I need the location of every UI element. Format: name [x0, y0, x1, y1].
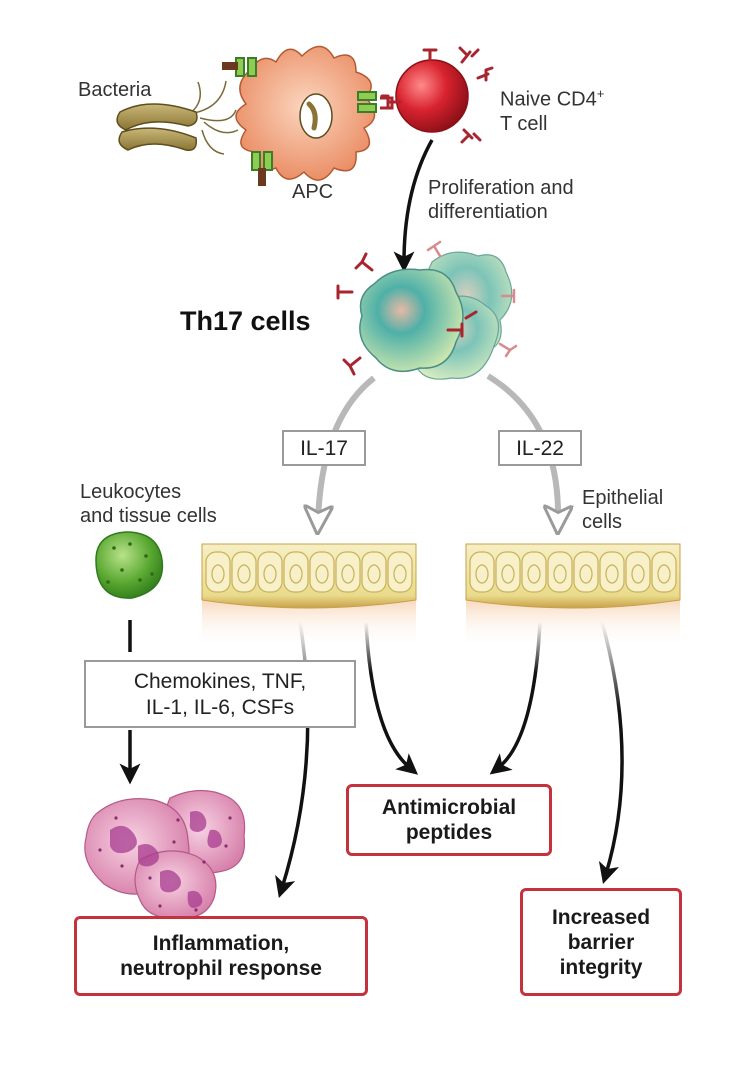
antimicrobial-line2: peptides [405, 821, 493, 844]
proliferation-line2: differentiation [428, 201, 548, 223]
arrow-epi-right-to-barrier [598, 621, 624, 885]
naive-label-line2: T cell [500, 112, 548, 135]
barrier-line1: Increased [551, 905, 651, 929]
arrow-epi-left-to-antimicrobial [364, 621, 419, 775]
leukocytes-line2: and tissue cells [80, 505, 217, 527]
proliferation-line1: Proliferation and [428, 177, 574, 199]
inflammation-box: Inflammation, neutrophil response [74, 916, 368, 996]
arrow-epi-left-to-inflammation [275, 621, 310, 899]
naive-t-cell-label: Naive CD4+ T cell [500, 82, 604, 136]
arrow-epi-right-to-antimicrobial [489, 621, 542, 775]
antimicrobial-line1: Antimicrobial [381, 796, 517, 819]
th17-label: Th17 cells [180, 306, 311, 336]
epithelial-line1: Epithelial [582, 487, 664, 509]
epithelial-label: Epithelial cells [582, 486, 663, 534]
epithelial-line2: cells [582, 511, 623, 533]
epithelium-left [201, 543, 417, 648]
barrier-integrity-box: Increased barrier integrity [520, 888, 682, 996]
inflammation-line1: Inflammation, [152, 932, 290, 955]
mediators-box: Chemokines, TNF, IL-1, IL-6, CSFs [84, 660, 356, 728]
barrier-line3: integrity [559, 955, 643, 979]
proliferation-label: Proliferation and differentiation [428, 176, 574, 224]
leukocytes-label: Leukocytes and tissue cells [80, 480, 217, 528]
antimicrobial-peptides-box: Antimicrobial peptides [346, 784, 552, 856]
arrow-naive-to-th17 [393, 139, 434, 273]
apc-cell [222, 45, 377, 186]
bacteria-icon [116, 80, 239, 155]
epithelium-right [465, 543, 681, 648]
naive-t-cell [380, 46, 494, 144]
il17-box: IL-17 [282, 430, 366, 466]
inflammation-line2: neutrophil response [120, 957, 322, 980]
mediators-line1: Chemokines, TNF, [133, 670, 307, 693]
bacteria-label: Bacteria [78, 79, 152, 101]
th17-cells [336, 240, 518, 380]
leukocyte-cell [95, 531, 164, 599]
leukocytes-line1: Leukocytes [80, 481, 182, 503]
neutrophil-cells [84, 789, 246, 919]
il22-box: IL-22 [498, 430, 582, 466]
naive-label-superscript: + [596, 86, 605, 101]
apc-label: APC [292, 181, 334, 203]
barrier-line2: barrier [567, 930, 635, 954]
naive-label-line1: Naive CD4 [500, 88, 597, 111]
mediators-line2: IL-1, IL-6, CSFs [145, 696, 295, 719]
